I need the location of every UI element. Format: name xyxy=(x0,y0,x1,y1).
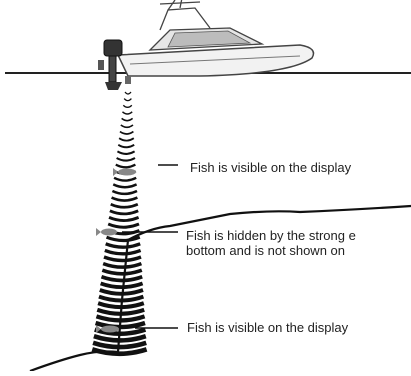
sonar-arc xyxy=(108,224,139,227)
boat-hull xyxy=(118,45,314,76)
fish-middle xyxy=(96,228,117,236)
sonar-arc xyxy=(113,184,136,187)
sonar-arc xyxy=(112,191,137,194)
sonar-arc xyxy=(124,99,131,101)
sonar-arc xyxy=(100,290,143,294)
boat xyxy=(98,0,314,90)
sonar-beam xyxy=(92,92,146,354)
sonar-arc xyxy=(120,132,133,134)
label-fish-hidden-line2: bottom and is not shown on xyxy=(186,243,345,259)
sonar-arc xyxy=(119,138,134,140)
sonar-arc xyxy=(111,204,138,207)
label-fish-visible-bottom: Fish is visible on the display xyxy=(187,320,348,336)
sonar-arc xyxy=(117,151,134,154)
sonar-arc xyxy=(105,250,141,253)
sonar-arc xyxy=(122,118,133,120)
sonar-arc xyxy=(117,158,135,161)
sonar-arc xyxy=(101,277,142,281)
sonar-arc xyxy=(109,217,139,220)
label-fish-hidden-line1: Fish is hidden by the strong e xyxy=(186,228,356,244)
sonar-arc xyxy=(114,178,136,181)
transducer xyxy=(125,76,131,84)
sonar-arc xyxy=(104,257,141,261)
sonar-arc xyxy=(122,112,132,114)
sonar-arc xyxy=(101,283,143,287)
sonar-arc xyxy=(112,198,138,201)
sonar-arc xyxy=(106,244,141,247)
outboard-motor xyxy=(98,40,122,90)
sonar-arc xyxy=(121,125,133,127)
sonar-arc xyxy=(118,145,134,147)
sonar-arc xyxy=(116,165,136,168)
sonar-arc xyxy=(125,92,131,94)
label-fish-visible-top: Fish is visible on the display xyxy=(190,160,351,176)
sonar-arc xyxy=(103,264,141,268)
sonar-arc xyxy=(123,105,131,107)
sonar-arc xyxy=(102,270,141,274)
fish-top xyxy=(113,168,136,176)
sonar-arc xyxy=(110,211,138,214)
